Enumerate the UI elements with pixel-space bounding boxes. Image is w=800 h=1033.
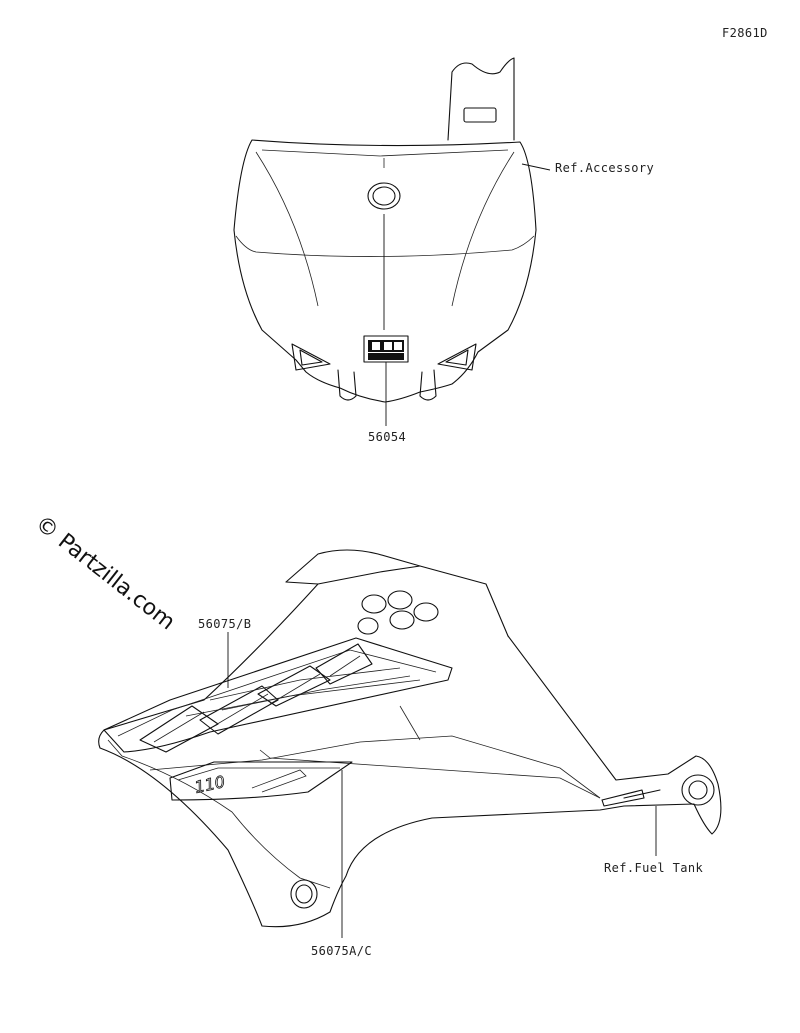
number-plate (233, 57, 537, 403)
callout-56054: 56054 (368, 430, 406, 444)
radiator-shroud (98, 549, 722, 928)
kawasaki-logo-decal (363, 335, 409, 363)
callout-56075b: 56075/B (198, 617, 251, 631)
callout-ref-fuel-tank: Ref.Fuel Tank (604, 861, 703, 875)
callout-56075ac: 56075A/C (311, 944, 372, 958)
klx-decal (103, 637, 453, 753)
watermark: © Partzilla.com (30, 511, 179, 635)
callout-ref-accessory: Ref.Accessory (555, 161, 654, 175)
figure-code: F2861D (722, 26, 768, 40)
model-110-decal: 110 (169, 761, 353, 801)
model-110-text: 110 (193, 772, 227, 797)
